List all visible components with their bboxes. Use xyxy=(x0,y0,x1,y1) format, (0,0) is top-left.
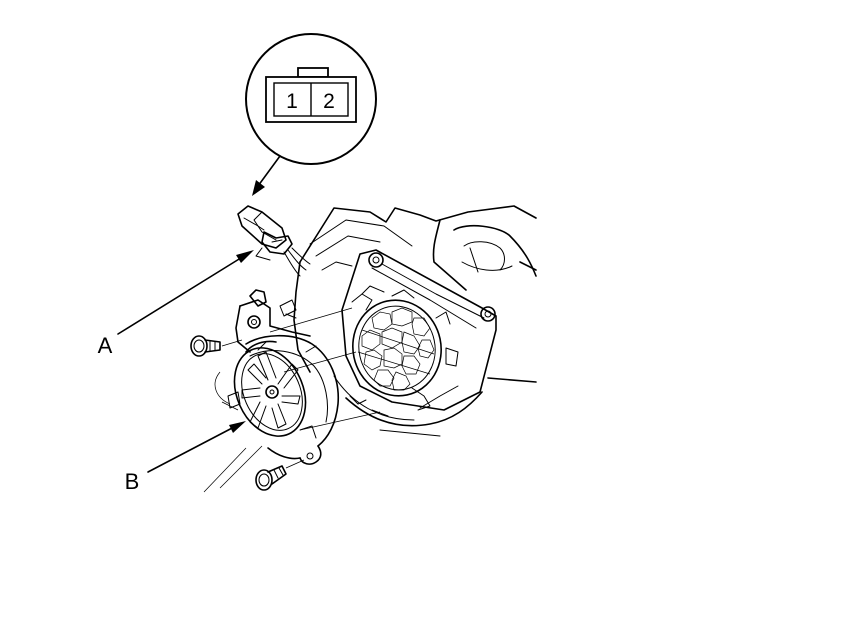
motor-fan-spokes xyxy=(241,351,301,429)
alignment-lines xyxy=(203,307,381,493)
pin-1-label: 1 xyxy=(286,90,298,113)
callout-a-label: A xyxy=(98,333,113,358)
callout-a: A xyxy=(98,250,254,358)
mounting-screw-upper xyxy=(190,335,243,357)
impeller-housing xyxy=(341,249,497,417)
motor-hub xyxy=(265,385,279,399)
mounting-screw-lower xyxy=(255,459,305,491)
magnifier-pointer-arrow xyxy=(252,155,281,196)
blower-motor xyxy=(227,334,340,465)
pin-2-label: 2 xyxy=(323,90,335,113)
callout-b: B xyxy=(125,421,246,494)
harness-connector xyxy=(237,205,311,277)
connector-latch-tab xyxy=(297,67,329,78)
callout-b-label: B xyxy=(125,469,140,494)
motor-mount-bracket xyxy=(235,289,311,353)
connector-detail-view: 1 2 xyxy=(245,33,377,165)
blower-housing xyxy=(293,205,537,437)
impeller-mesh-grid xyxy=(357,307,435,391)
impeller-mesh-ring xyxy=(352,299,442,397)
motor-front-face xyxy=(233,347,307,437)
